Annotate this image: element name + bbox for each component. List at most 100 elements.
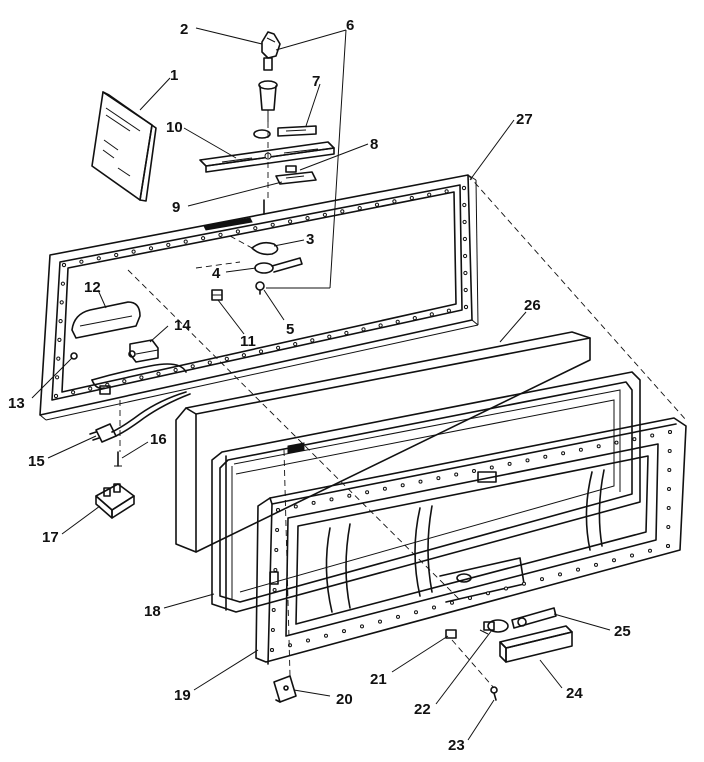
hole xyxy=(540,577,544,582)
frame-gasket-holes xyxy=(53,185,469,399)
hole xyxy=(596,444,601,449)
hole xyxy=(60,281,66,286)
hole xyxy=(207,360,212,365)
hole xyxy=(378,619,382,624)
hole xyxy=(614,440,619,445)
hole xyxy=(409,195,414,201)
callout-21: 21 xyxy=(370,671,387,688)
hole xyxy=(558,572,562,577)
hole xyxy=(446,308,451,313)
part-5-screw xyxy=(255,281,265,295)
hole xyxy=(310,338,315,343)
hole xyxy=(667,487,671,491)
callout-23: 23 xyxy=(448,737,465,754)
hole xyxy=(53,393,59,399)
hole xyxy=(270,222,275,227)
hole xyxy=(648,548,652,553)
callout-18: 18 xyxy=(144,603,161,620)
callout-3: 3 xyxy=(306,231,314,248)
part-16-wire-connector xyxy=(114,451,122,467)
part-22-light-bulb xyxy=(479,619,509,635)
hole xyxy=(293,504,298,509)
hole xyxy=(58,319,63,324)
hole xyxy=(122,379,127,384)
hole xyxy=(253,226,258,231)
hole xyxy=(270,628,275,632)
hole xyxy=(427,192,432,197)
callout-10: 10 xyxy=(166,119,183,136)
hole xyxy=(450,600,454,605)
leader-lines xyxy=(31,27,611,741)
part-25-light-shield xyxy=(511,607,557,629)
hole xyxy=(504,586,508,591)
hole xyxy=(271,608,276,612)
hole xyxy=(396,614,400,619)
hole xyxy=(666,525,671,529)
hole xyxy=(79,259,84,264)
callout-8: 8 xyxy=(370,136,378,153)
hole xyxy=(382,486,387,491)
part-18-inner-gasket xyxy=(211,371,641,613)
hole xyxy=(61,262,67,268)
hole xyxy=(183,239,188,244)
hole xyxy=(293,342,298,347)
hole xyxy=(71,390,76,395)
hole xyxy=(576,567,580,572)
hole xyxy=(156,371,161,376)
part-2-key xyxy=(261,31,281,71)
hole xyxy=(342,629,346,634)
part-23-screw xyxy=(490,686,498,701)
hole xyxy=(666,506,671,510)
part-10-hinge-bar xyxy=(199,141,335,173)
hole xyxy=(667,468,672,472)
callout-26: 26 xyxy=(524,297,541,314)
hole xyxy=(463,287,468,293)
hole xyxy=(273,568,278,572)
hole xyxy=(361,327,366,332)
part-15-power-cord xyxy=(89,363,191,443)
callout-5: 5 xyxy=(286,321,294,338)
hole xyxy=(96,256,101,261)
hole xyxy=(444,189,449,194)
hole xyxy=(55,375,60,380)
callout-1: 1 xyxy=(170,67,178,84)
hole xyxy=(418,479,423,484)
hole xyxy=(461,185,467,191)
part-17-rocker-switch xyxy=(95,483,135,519)
part-13-screw xyxy=(70,352,78,360)
hole xyxy=(344,330,349,336)
hole xyxy=(311,500,316,505)
hole xyxy=(561,451,566,456)
callout-9: 9 xyxy=(172,199,180,216)
hole xyxy=(322,212,327,217)
part-3-gasket-clip xyxy=(251,241,279,256)
hole xyxy=(56,356,61,361)
hole xyxy=(412,316,417,321)
hole xyxy=(357,206,362,211)
hole xyxy=(272,588,277,592)
part-27-door-frame xyxy=(39,174,479,421)
callout-20: 20 xyxy=(336,691,353,708)
hole xyxy=(374,202,380,207)
part-12-light-lens xyxy=(71,301,141,339)
hole xyxy=(432,605,436,610)
hole xyxy=(224,356,229,361)
callout-19: 19 xyxy=(174,687,191,704)
part-7-lock-plate xyxy=(277,125,317,137)
hole xyxy=(324,633,328,638)
hole xyxy=(395,319,400,324)
hole xyxy=(630,553,634,558)
callout-4: 4 xyxy=(212,265,221,282)
hole xyxy=(274,548,279,552)
part-11-bracket xyxy=(211,289,223,301)
hole xyxy=(414,610,418,615)
callout-24: 24 xyxy=(566,685,583,702)
callout-27: 27 xyxy=(516,111,533,128)
hole xyxy=(347,493,352,498)
callout-14: 14 xyxy=(174,317,191,334)
hole xyxy=(543,454,548,459)
hole xyxy=(166,242,171,247)
hole xyxy=(270,648,274,652)
hole xyxy=(190,364,195,369)
